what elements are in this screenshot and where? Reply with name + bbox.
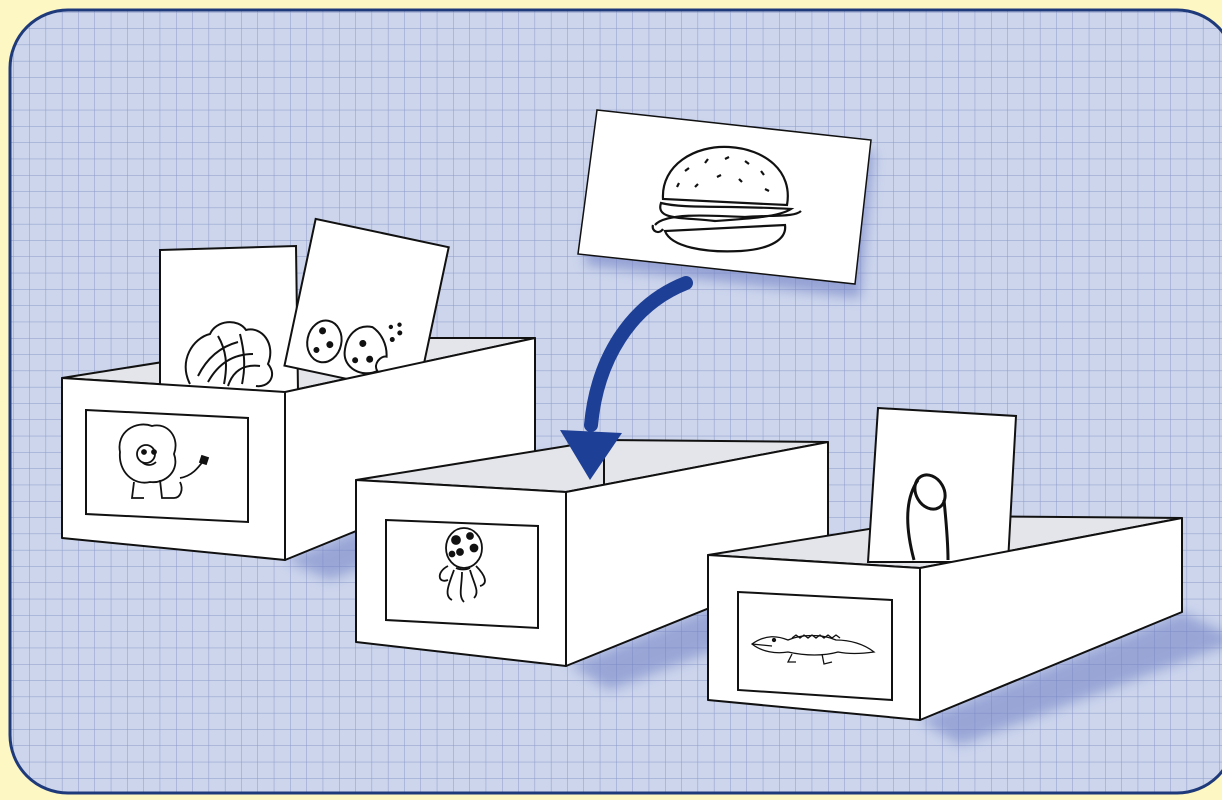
- card-macaroni[interactable]: [866, 406, 1018, 563]
- lettuce-icon: [184, 321, 274, 388]
- macaroni-icon: [906, 473, 950, 561]
- card-cookies[interactable]: [283, 217, 450, 396]
- box-alligator[interactable]: [707, 406, 1222, 745]
- octopus-icon: [438, 527, 486, 603]
- box-label: [85, 408, 249, 524]
- box-shadow: [920, 612, 1222, 745]
- alligator-icon: [750, 634, 876, 665]
- lion-icon: [118, 423, 210, 499]
- card-hamburger[interactable]: [577, 109, 874, 298]
- sort-arrow: [560, 276, 693, 480]
- hamburger-icon: [651, 145, 802, 253]
- card-lettuce[interactable]: [159, 244, 300, 396]
- box-label: [737, 590, 893, 702]
- cookies-icon: [306, 319, 403, 375]
